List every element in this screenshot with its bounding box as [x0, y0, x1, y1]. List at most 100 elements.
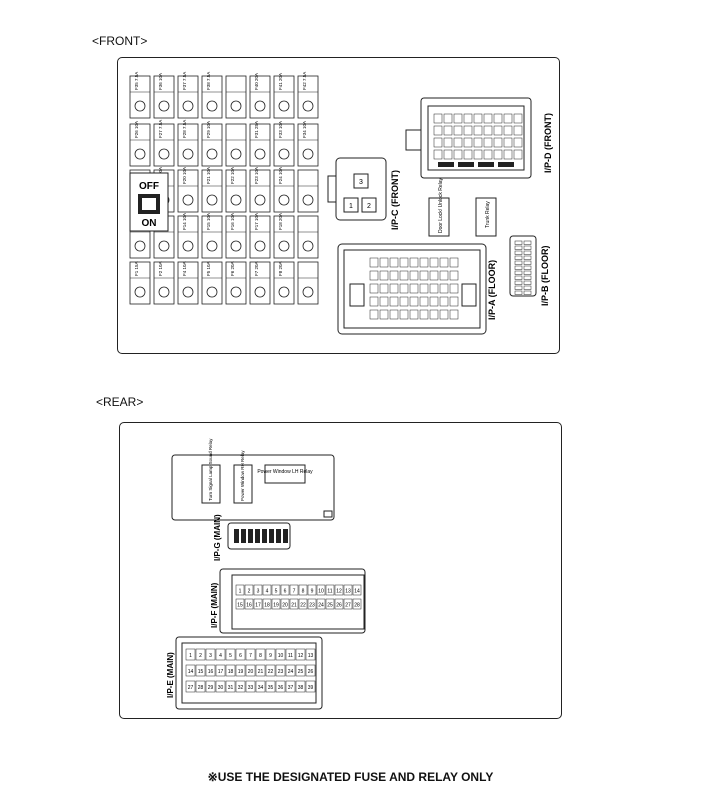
ipb-label: I/P-B (FLOOR) [540, 246, 550, 307]
ipd-pin [438, 162, 454, 167]
ipa-pin [409, 283, 419, 294]
ipe-pin-number: 11 [288, 653, 293, 659]
fuse-cell: F17 10A [249, 213, 271, 259]
fuse-cell: F23 10A [249, 167, 271, 213]
ipa-pin [429, 257, 439, 268]
ipe-pin-number: 28 [198, 685, 204, 691]
ipd-pin [503, 149, 513, 160]
fuse-rating: F18 20A [278, 213, 283, 230]
ipd-pin [493, 113, 503, 124]
ipf-pin-number: 10 [318, 589, 324, 595]
ipe-pin-number: 13 [308, 653, 314, 659]
ipf-pin [298, 584, 308, 596]
ipd-pin [493, 125, 503, 136]
ipg-label: I/P-G (MAIN) [213, 514, 222, 561]
fuse-symbol-icon [134, 100, 146, 112]
fuse-rating: F33 10A [278, 121, 283, 138]
ipa-pin [389, 296, 399, 307]
fuse-cell: F1 15A [129, 261, 151, 305]
ipf-pin-number: 23 [309, 603, 315, 609]
ipe-pin-number: 32 [238, 685, 244, 691]
fuse-cell: F42 7.5A [297, 72, 319, 119]
ipe-pin [215, 664, 226, 677]
fuse-cell: F40 20A [249, 73, 271, 119]
fuse-cell: F36 10A [153, 73, 175, 119]
ipf-pin [289, 584, 299, 596]
ipf-pin-number: 27 [345, 603, 351, 609]
ipd-pin [498, 162, 514, 167]
fuse-symbol-icon [206, 194, 218, 206]
ipf-pin-number: 3 [257, 589, 260, 595]
fuse-symbol-icon [230, 286, 242, 298]
ipa-label: I/P-A (FLOOR) [487, 260, 497, 320]
ipe-pin-number: 9 [269, 653, 272, 659]
ipd-pin [483, 137, 493, 148]
fuse-symbol-icon [206, 148, 218, 160]
ipf-pin-number: 13 [345, 589, 351, 595]
front-heading: <FRONT> [92, 34, 148, 48]
rear-fuse-panel: Turn Signal Lamp Sound Relay Power Windo… [119, 422, 562, 719]
ipf-pin [334, 598, 344, 610]
ipb-pin [523, 270, 532, 275]
ipb-pin [514, 285, 523, 290]
fuse-rating: F5 10A [206, 261, 211, 276]
ipf-pin-number: 6 [284, 589, 287, 595]
ipe-pin-number: 10 [278, 653, 284, 659]
ipe-pin-number: 3 [209, 653, 212, 659]
fuse-cell: F33 10A [273, 121, 295, 167]
ipe-pin-number: 20 [248, 669, 254, 675]
ipf-pin [343, 584, 353, 596]
ipe-pin [235, 680, 246, 693]
fuse-cell: F7 20A [249, 261, 271, 305]
ipf-pin [334, 584, 344, 596]
ipe-pin-number: 31 [228, 685, 234, 691]
fuse-cell: F8 20A [273, 261, 295, 305]
ipd-pin [513, 137, 523, 148]
ipd-pin [453, 113, 463, 124]
ipf-pin [307, 584, 317, 596]
ipe-pin-number: 4 [219, 653, 222, 659]
fuse-rating: F16 10A [230, 213, 235, 230]
fuse-switch[interactable]: OFF ON [129, 172, 169, 232]
fuse-symbol-icon [278, 148, 290, 160]
ipd-pin [483, 149, 493, 160]
ipa-pin [389, 283, 399, 294]
ipf-pin-number: 9 [311, 589, 314, 595]
ipg-pin [283, 529, 288, 543]
rear-panel-diagram: Turn Signal Lamp Sound Relay Power Windo… [166, 438, 366, 710]
ipe-pin-number: 17 [218, 669, 224, 675]
ipd-label: I/P-D (FRONT) [543, 113, 553, 173]
ipa-pin [439, 296, 449, 307]
ipg-pin [276, 529, 281, 543]
ipe-pin-number: 21 [258, 669, 264, 675]
ipa-pin [449, 270, 459, 281]
ipf-pin-number: 2 [248, 589, 251, 595]
ipe-pin [235, 664, 246, 677]
ipe-pin-number: 16 [208, 669, 214, 675]
ipe-pin [295, 664, 306, 677]
ipd-pin [463, 113, 473, 124]
ipb-pin [514, 290, 523, 295]
ipf-pin [352, 598, 362, 610]
ipb-pin [514, 255, 523, 260]
fuse-cell: F41 20A [273, 73, 295, 119]
fuse-cell: F6 20A [225, 261, 247, 305]
fuse-rating: F28 7.5A [182, 120, 187, 138]
ipa-pin [369, 283, 379, 294]
ipe-pin [245, 648, 256, 661]
fuse-symbol-icon [182, 194, 194, 206]
ipa-pin [449, 296, 459, 307]
fuse-rating: F15 10A [206, 213, 211, 230]
ipa-pin [369, 257, 379, 268]
power-window-rh-relay-label: Power Window RH Relay [240, 450, 245, 501]
fuse-cell [297, 215, 319, 259]
ipe-pin-number: 5 [229, 653, 232, 659]
ipa-pin [399, 309, 409, 320]
ipe-pin [285, 680, 296, 693]
fuse-cell: F35 7.5A [129, 72, 151, 119]
ipe-pin [265, 680, 276, 693]
ipe-label: I/P-E (MAIN) [166, 652, 175, 698]
